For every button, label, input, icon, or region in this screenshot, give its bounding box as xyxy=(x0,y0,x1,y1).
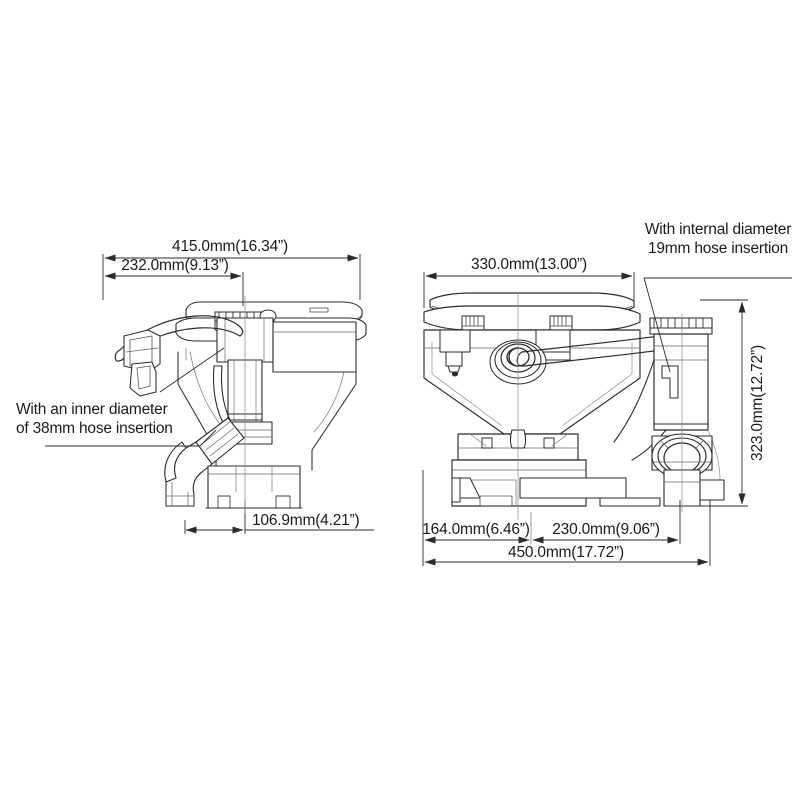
side-view-dimension-lines xyxy=(102,254,374,534)
front-annotation-line1: With internal diameter xyxy=(645,221,791,238)
front-annotation-line2: 19mm hose insertion xyxy=(648,240,788,257)
dim-label-left-offset: 164.0mm(6.46”) xyxy=(422,521,530,538)
front-view-geometry xyxy=(423,292,725,507)
front-view-dimension-lines xyxy=(422,272,748,566)
dim-label-seat-width: 330.0mm(13.00”) xyxy=(471,256,587,273)
side-annotation-line1: With an inner diameter xyxy=(16,401,168,418)
dim-label-overall-width: 450.0mm(17.72”) xyxy=(508,544,624,561)
dim-label-overall-height: 323.0mm(12.72”) xyxy=(749,345,766,461)
side-view-annotation-leader xyxy=(45,347,225,447)
dim-label-right-offset: 230.0mm(9.06”) xyxy=(552,521,660,538)
dim-label-partial-length: 232.0mm(9.13”) xyxy=(121,257,229,274)
dim-label-overall-length: 415.0mm(16.34”) xyxy=(172,238,288,255)
dim-label-base-width: 106.9mm(4.21”) xyxy=(252,512,360,529)
front-view-annotation-leader xyxy=(643,277,792,373)
side-annotation-line2: of 38mm hose insertion xyxy=(16,420,173,437)
